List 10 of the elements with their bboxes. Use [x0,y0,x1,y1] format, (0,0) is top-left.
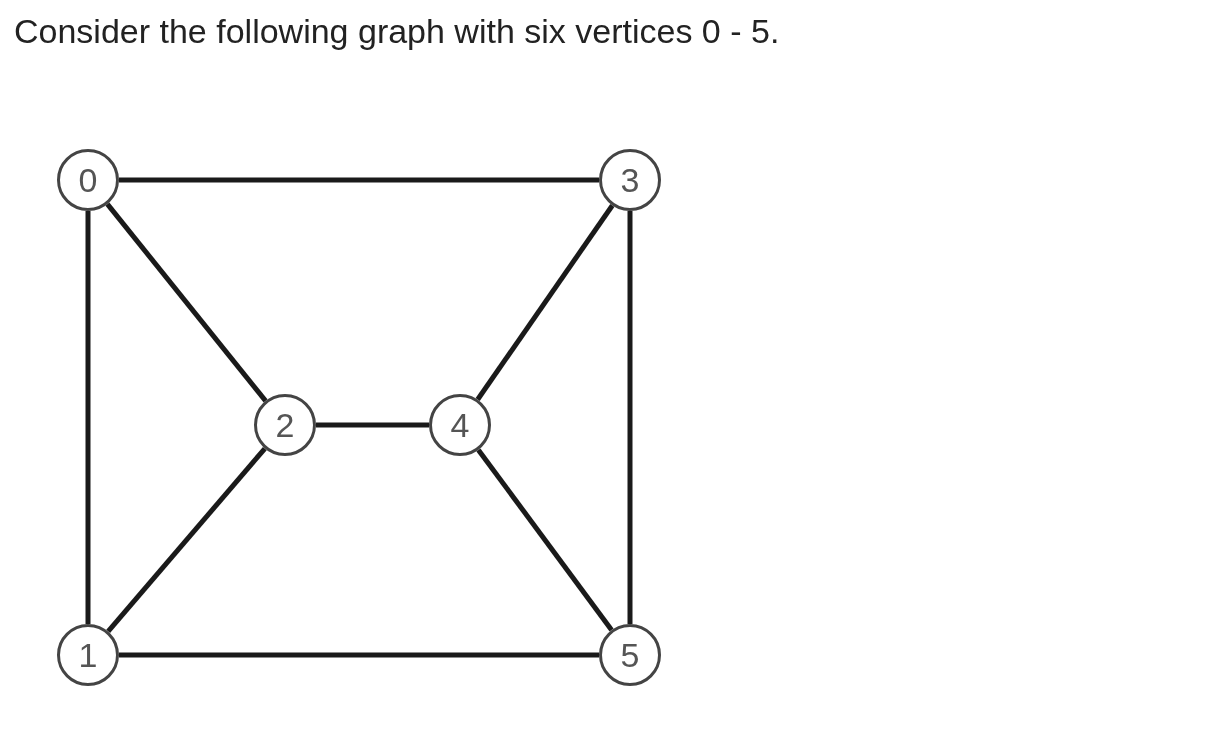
edge-line [119,177,599,183]
edge-line [106,446,267,634]
edge-line [85,211,91,624]
edge-line [105,202,268,403]
edge-line [119,652,599,658]
title: Consider the following graph with six vertices 0 - 5. [14,11,780,52]
edge-line [627,211,633,624]
edge-line [316,422,429,428]
edge-line [476,448,614,632]
edge-line [475,204,615,401]
